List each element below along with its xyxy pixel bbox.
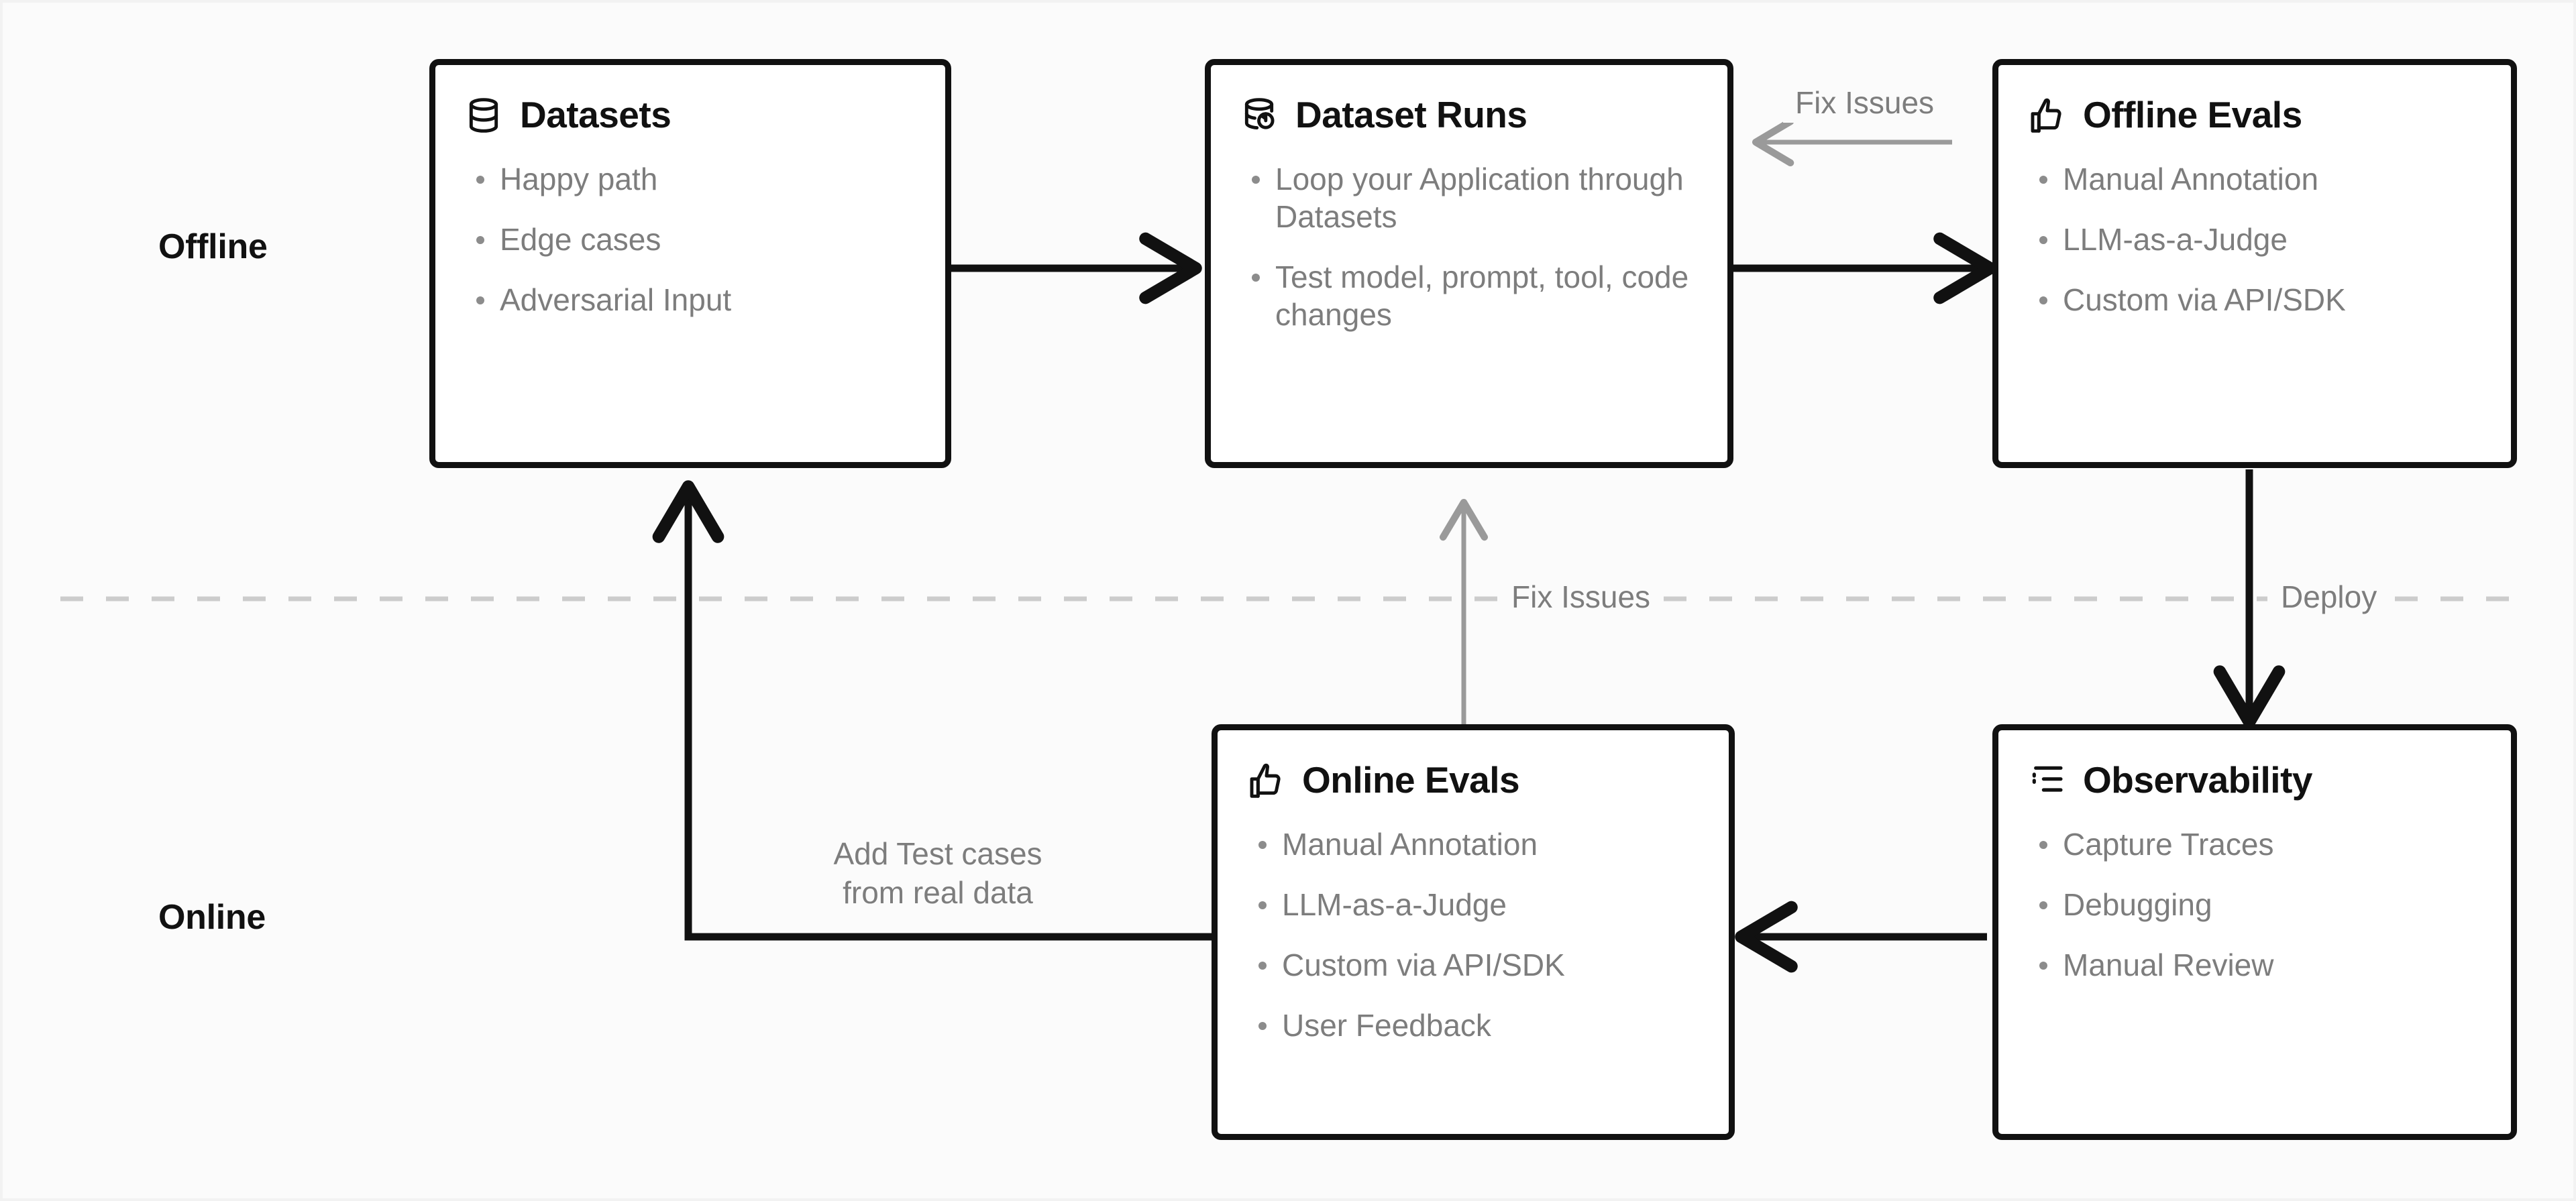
list-item: Custom via API/SDK (1247, 946, 1699, 984)
list-item: Manual Annotation (2028, 160, 2481, 198)
node-offline-evals-header: Offline Evals (2028, 94, 2481, 135)
node-offline-evals[interactable]: Offline Evals Manual Annotation LLM-as-a… (1992, 59, 2517, 468)
thumbs-up-icon (1250, 763, 1281, 798)
list-item: Capture Traces (2028, 825, 2481, 863)
node-dataset-runs-bullets: Loop your Application through Datasets T… (1240, 160, 1698, 333)
list-item: LLM-as-a-Judge (2028, 221, 2481, 258)
list-item: Adversarial Input (465, 281, 916, 319)
section-label-online: Online (158, 898, 266, 937)
list-item: Test model, prompt, tool, code changes (1240, 258, 1698, 333)
list-item: Debugging (2028, 886, 2481, 923)
edge-label-add-test-cases: Add Test cases from real data (808, 835, 1067, 912)
database-refresh-icon (1244, 98, 1275, 129)
list-tree-icon (2032, 766, 2063, 792)
edge-online-evals-to-datasets (652, 480, 1212, 941)
list-item: Custom via API/SDK (2028, 281, 2481, 319)
node-online-evals[interactable]: Online Evals Manual Annotation LLM-as-a-… (1212, 724, 1735, 1140)
edge-label-deploy: Deploy (2269, 578, 2390, 617)
database-icon (469, 98, 498, 133)
edge-label-add-test-cases-line2: from real data (843, 874, 1033, 910)
edge-label-add-test-cases-line1: Add Test cases (833, 836, 1042, 871)
list-item: Edge cases (465, 221, 916, 258)
list-item: Manual Annotation (1247, 825, 1699, 863)
node-online-evals-title: Online Evals (1302, 759, 1520, 801)
list-item: Manual Review (2028, 946, 2481, 984)
thumbs-up-icon (2031, 98, 2061, 133)
node-offline-evals-bullets: Manual Annotation LLM-as-a-Judge Custom … (2028, 160, 2481, 319)
node-observability-title: Observability (2083, 759, 2312, 801)
node-online-evals-bullets: Manual Annotation LLM-as-a-Judge Custom … (1247, 825, 1699, 1044)
list-item: Happy path (465, 160, 916, 198)
node-offline-evals-title: Offline Evals (2083, 94, 2302, 135)
list-item: Loop your Application through Datasets (1240, 160, 1698, 235)
list-item: User Feedback (1247, 1007, 1699, 1044)
node-datasets-header: Datasets (465, 94, 916, 135)
node-dataset-runs-title: Dataset Runs (1295, 94, 1527, 135)
node-datasets[interactable]: Datasets Happy path Edge cases Adversari… (429, 59, 951, 468)
node-online-evals-header: Online Evals (1247, 759, 1699, 801)
node-observability-header: Observability (2028, 759, 2481, 801)
node-dataset-runs-header: Dataset Runs (1240, 94, 1698, 135)
edge-label-fix-issues-top: Fix Issues (1783, 84, 1947, 123)
node-observability-bullets: Capture Traces Debugging Manual Review (2028, 825, 2481, 984)
edge-label-fix-issues-divider: Fix Issues (1499, 578, 1663, 617)
node-observability[interactable]: Observability Capture Traces Debugging M… (1992, 724, 2517, 1140)
node-datasets-bullets: Happy path Edge cases Adversarial Input (465, 160, 916, 319)
list-item: LLM-as-a-Judge (1247, 886, 1699, 923)
node-datasets-title: Datasets (520, 94, 672, 135)
section-label-offline: Offline (158, 227, 268, 266)
node-dataset-runs[interactable]: Dataset Runs Loop your Application throu… (1205, 59, 1733, 468)
